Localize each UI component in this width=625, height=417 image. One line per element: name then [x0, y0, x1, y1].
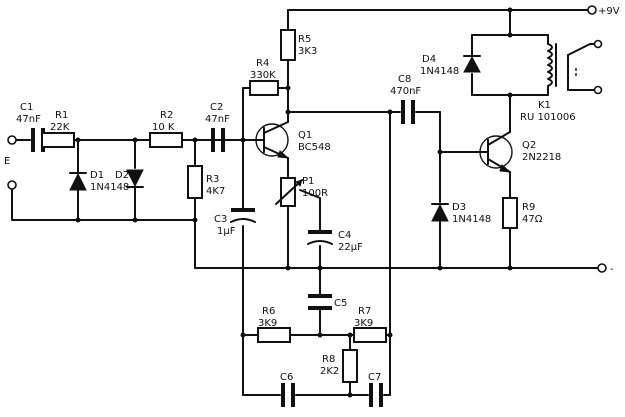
relay-contact-com — [593, 85, 603, 95]
p1-value: 100R — [302, 188, 328, 199]
capacitor-c7 — [369, 383, 383, 407]
k1-name: K1 — [538, 100, 551, 111]
c3-name: C3 — [214, 214, 227, 225]
r9-value: 47Ω — [522, 214, 543, 225]
input-terminal-top — [7, 135, 17, 145]
d1-value: 1N4148 — [90, 182, 129, 193]
p1-name: P1 — [302, 176, 314, 187]
d2-name: D2 — [115, 170, 129, 181]
r4-value: 330K — [250, 70, 276, 81]
r3-value: 4K7 — [206, 186, 225, 197]
r8-name: R8 — [322, 354, 335, 365]
c5-name: C5 — [334, 298, 347, 309]
r1-value: 22K — [50, 122, 70, 133]
capacitor-c4 — [307, 230, 333, 245]
relay-coil-k1 — [547, 43, 557, 87]
k1-value: RU 101006 — [520, 112, 576, 123]
relay-contact-no — [593, 39, 603, 49]
potentiometer-p1 — [275, 177, 303, 207]
q1-name: Q1 — [298, 130, 312, 141]
capacitor-c2 — [211, 128, 225, 152]
junction-dots — [75, 7, 513, 398]
input-label: E — [4, 156, 10, 167]
d4-name: D4 — [422, 54, 436, 65]
r1-name: R1 — [55, 110, 68, 121]
r6-value: 3K9 — [258, 318, 277, 329]
c1-name: C1 — [20, 102, 33, 113]
transistor-q2 — [479, 131, 513, 173]
r2-value: 10 K — [152, 122, 175, 133]
r6-name: R6 — [262, 306, 275, 317]
transistor-q1 — [255, 121, 290, 159]
diode-d1 — [69, 172, 87, 191]
wires — [11, 9, 599, 396]
diode-d3 — [431, 203, 449, 222]
capacitor-c5 — [308, 294, 332, 310]
diode-d4 — [463, 55, 481, 73]
resistor-r5 — [280, 29, 296, 61]
r3-name: R3 — [206, 174, 219, 185]
capacitor-c6 — [281, 383, 295, 407]
q2-value: 2N2218 — [522, 152, 561, 163]
r4-name: R4 — [256, 58, 269, 69]
d3-name: D3 — [452, 202, 466, 213]
terminals — [7, 5, 607, 273]
c7-name: C7 — [368, 372, 381, 383]
c2-value: 47nF — [205, 114, 230, 125]
q2-name: Q2 — [522, 140, 536, 151]
diode-d2 — [126, 169, 144, 188]
resistor-r4 — [249, 80, 279, 96]
c4-name: C4 — [338, 230, 351, 241]
vplus-terminal — [587, 5, 597, 15]
r5-name: R5 — [298, 34, 311, 45]
capacitor-c3 — [230, 208, 256, 223]
c1-value: 47nF — [16, 114, 41, 125]
c2-name: C2 — [210, 102, 223, 113]
r9-name: R9 — [522, 202, 535, 213]
resistor-r9 — [502, 197, 518, 229]
resistor-r7 — [353, 327, 387, 343]
vplus-label: +9V — [598, 6, 620, 17]
vminus-terminal — [597, 263, 607, 273]
r8-value: 2K2 — [320, 366, 339, 377]
capacitor-c8 — [401, 100, 415, 124]
c3-value: 1µF — [217, 226, 236, 237]
vminus-label: - — [610, 264, 614, 275]
resistor-r2 — [149, 132, 183, 148]
c6-name: C6 — [280, 372, 293, 383]
component-labels: C1 47nF R1 22K R2 10 K C2 47nF E D1 1N41… — [4, 6, 620, 383]
resistor-r8 — [342, 349, 358, 383]
r7-value: 3K9 — [354, 318, 373, 329]
r2-name: R2 — [160, 110, 173, 121]
resistor-r3 — [187, 165, 203, 199]
r7-name: R7 — [358, 306, 371, 317]
q1-value: BC548 — [298, 142, 331, 153]
resistor-r1 — [41, 132, 75, 148]
input-terminal-bottom — [7, 180, 17, 190]
r5-value: 3K3 — [298, 46, 317, 57]
d1-name: D1 — [90, 170, 104, 181]
resistor-r6 — [257, 327, 291, 343]
d4-value: 1N4148 — [420, 66, 459, 77]
c8-name: C8 — [398, 74, 411, 85]
d3-value: 1N4148 — [452, 214, 491, 225]
c4-value: 22µF — [338, 242, 363, 253]
c8-value: 470nF — [390, 86, 421, 97]
